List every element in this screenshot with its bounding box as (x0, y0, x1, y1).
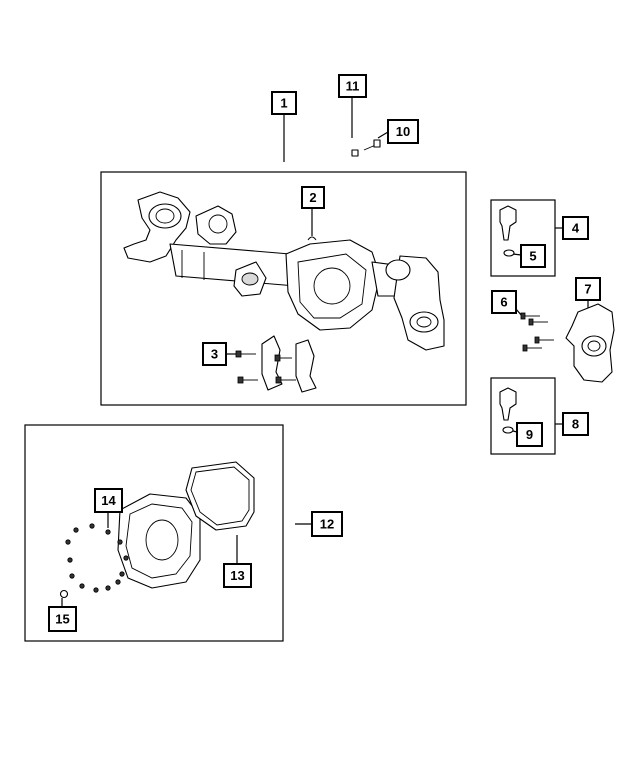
knuckle-drawing (520, 303, 615, 383)
callout-3: 3 (202, 342, 227, 366)
callout-11: 11 (338, 74, 367, 98)
svg-text:2: 2 (309, 190, 316, 205)
svg-text:9: 9 (526, 427, 533, 442)
svg-text:3: 3 (211, 347, 218, 362)
svg-text:12: 12 (320, 517, 334, 532)
callout-12: 12 (311, 511, 343, 537)
cover-kit-frame (24, 424, 284, 642)
callout-10: 10 (387, 119, 419, 144)
callout-7: 7 (575, 277, 601, 301)
svg-text:4: 4 (572, 221, 580, 236)
svg-text:15: 15 (55, 612, 69, 627)
callout-14: 14 (94, 488, 123, 513)
cover-kit-drawing (59, 461, 255, 599)
lower-ball-joint-drawing (499, 387, 517, 434)
svg-text:1: 1 (280, 96, 287, 111)
svg-text:14: 14 (101, 493, 116, 508)
svg-text:11: 11 (346, 79, 360, 94)
callout-4: 4 (562, 216, 589, 240)
callout-8: 8 (562, 412, 589, 436)
ball-joint-upper-frame (490, 199, 556, 277)
callout-5: 5 (520, 244, 546, 268)
svg-text:6: 6 (500, 295, 507, 310)
callout-9: 9 (516, 422, 543, 447)
svg-text:8: 8 (572, 417, 579, 432)
callout-6: 6 (491, 290, 517, 314)
upper-ball-joint-drawing (499, 205, 517, 257)
ball-joint-lower-frame (490, 377, 556, 455)
callout-1: 1 (271, 91, 297, 115)
top-bolt-nut-drawing (351, 139, 381, 157)
callout-2: 2 (301, 186, 325, 209)
svg-text:13: 13 (230, 568, 244, 583)
callout-13: 13 (223, 563, 252, 588)
axle-assembly-frame (100, 171, 467, 406)
axle-housing-drawing (123, 191, 445, 351)
svg-text:5: 5 (529, 249, 536, 264)
svg-text:7: 7 (584, 282, 591, 297)
callout-15: 15 (48, 606, 77, 632)
svg-text:10: 10 (396, 124, 410, 139)
bracket-bolts-drawing (235, 335, 317, 393)
